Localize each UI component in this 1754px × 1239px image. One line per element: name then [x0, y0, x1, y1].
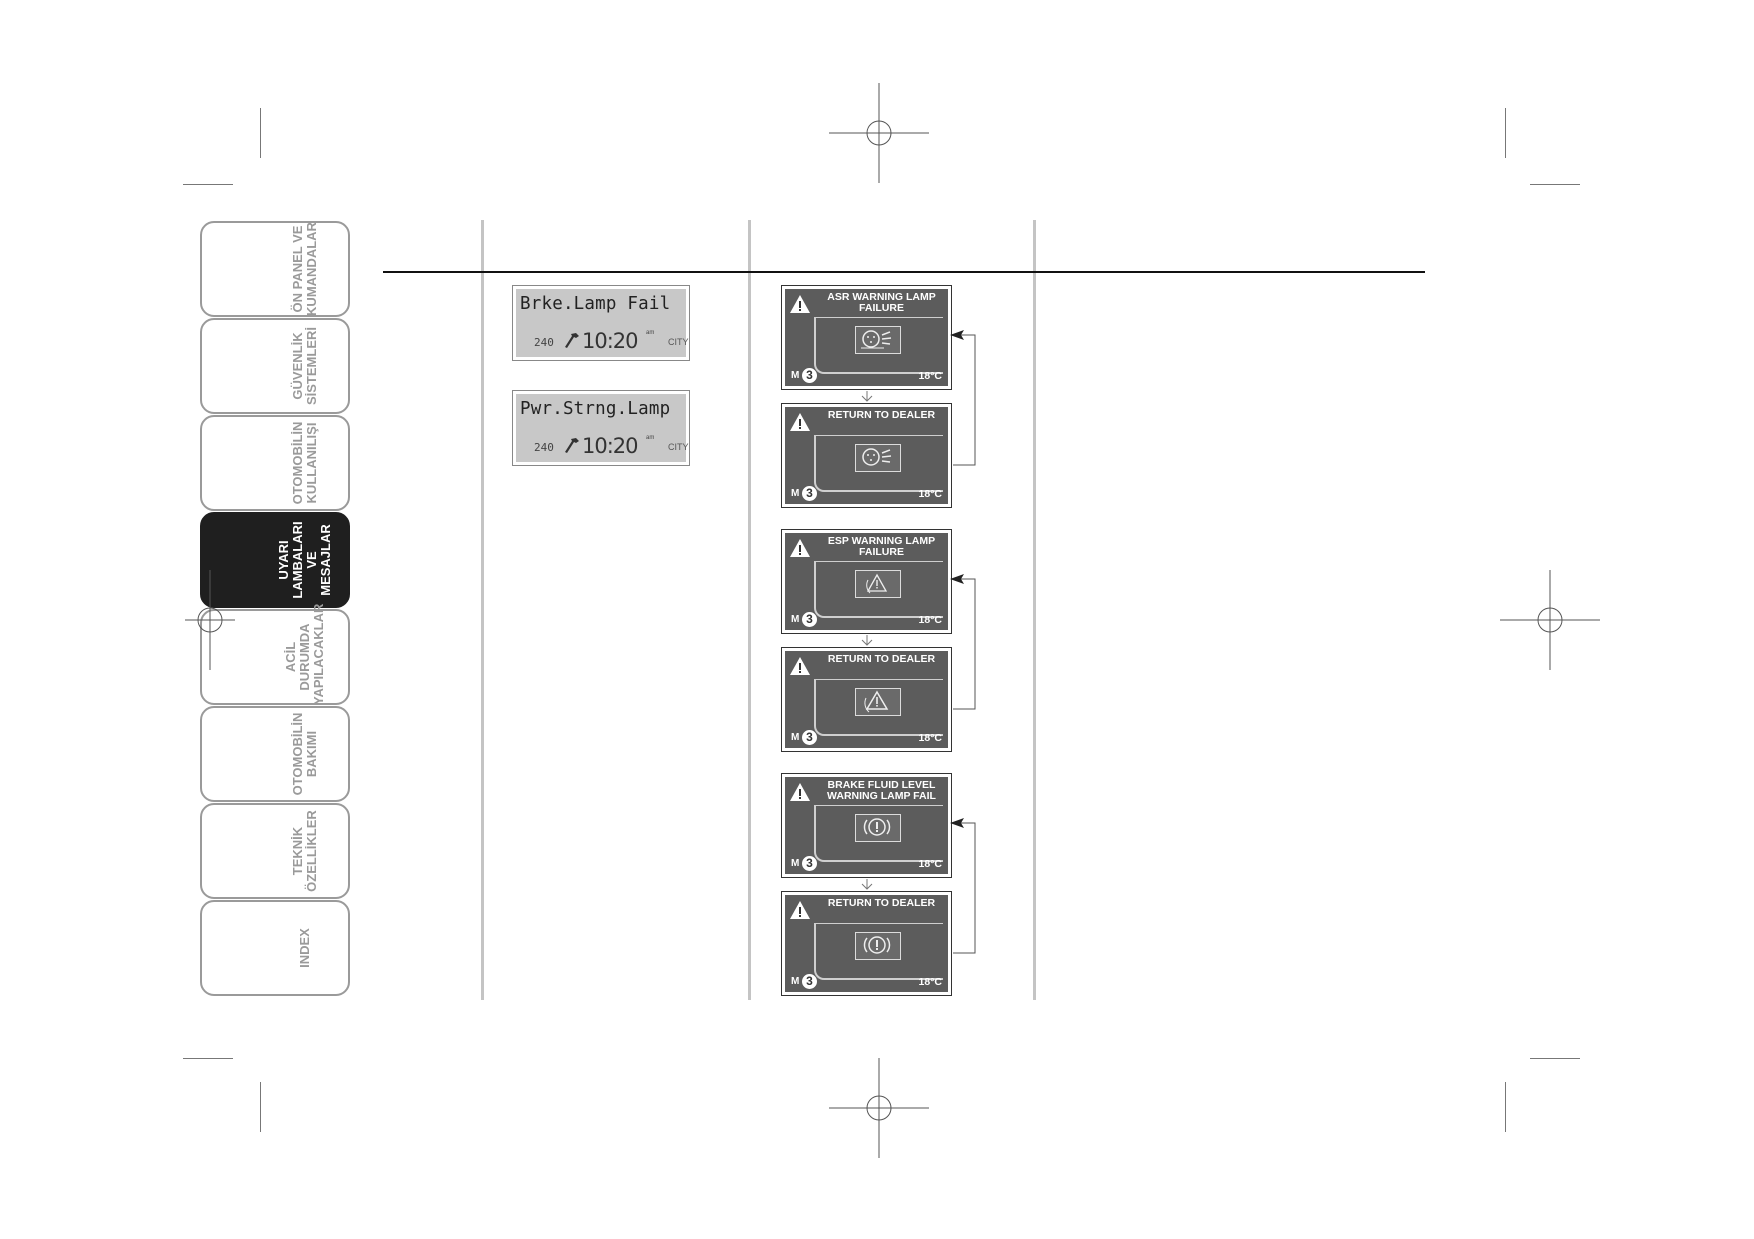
- lcd-odometer: 240: [534, 336, 554, 349]
- warning-triangle-icon: [790, 539, 810, 557]
- column-divider: [481, 220, 484, 1000]
- tab-acil[interactable]: ACİL DURUMDA YAPILACAKLAR: [200, 604, 350, 705]
- screen-message: RETURN TO DEALER: [827, 653, 936, 665]
- crop-mark: [183, 184, 233, 185]
- crop-mark: [1505, 1082, 1506, 1132]
- tab-uyari-active[interactable]: UYARI LAMBALARI VE MESAJLAR: [200, 512, 350, 608]
- dash-screen: ESP WARNING LAMP FAILURE M 3 18°C: [781, 529, 952, 634]
- tab-index[interactable]: INDEX: [200, 900, 350, 996]
- column-divider: [748, 220, 751, 1000]
- brake-icon: [855, 814, 901, 842]
- warning-triangle-icon: [790, 901, 810, 919]
- brake-icon: [855, 932, 901, 960]
- tab-kullanilisi[interactable]: OTOMOBİLİN KULLANILIŞI: [200, 415, 350, 511]
- header-rule: [383, 271, 1425, 273]
- warning-triangle-icon: [790, 413, 810, 431]
- asr-icon: [855, 444, 901, 472]
- gear-indicator: 3: [802, 612, 817, 627]
- screen-message: RETURN TO DEALER: [827, 409, 936, 421]
- tab-bakimi[interactable]: OTOMOBİLİN BAKIMI: [200, 706, 350, 802]
- crop-mark: [183, 1058, 233, 1059]
- wrench-icon: [565, 333, 579, 348]
- dash-screen: BRAKE FLUID LEVEL WARNING LAMP FAIL M 3 …: [781, 773, 952, 878]
- lcd-time: 10:20: [582, 434, 639, 458]
- crop-mark: [1530, 184, 1580, 185]
- dash-screen: RETURN TO DEALER M 3 18°C: [781, 403, 952, 508]
- lcd-message: Pwr.Strng.Lamp: [520, 399, 671, 419]
- gear-indicator: 3: [802, 486, 817, 501]
- dash-screen: RETURN TO DEALER M 3 18°C: [781, 647, 952, 752]
- column-divider: [1033, 220, 1036, 1000]
- temperature: 18°C: [918, 614, 942, 626]
- warning-triangle-icon: [790, 295, 810, 313]
- lcd-display: Pwr.Strng.Lamp 240 10:20 am CITY: [512, 390, 690, 466]
- screen-message: BRAKE FLUID LEVEL WARNING LAMP FAIL: [827, 779, 936, 802]
- temperature: 18°C: [918, 370, 942, 382]
- lcd-odometer: 240: [534, 441, 554, 454]
- esp-icon: [855, 688, 901, 716]
- crop-mark: [260, 1082, 261, 1132]
- flow-arrows: [861, 330, 976, 954]
- registration-mark: [829, 83, 929, 183]
- tab-teknik[interactable]: TEKNİK ÖZELLİKLER: [200, 803, 350, 899]
- warning-triangle-icon: [790, 657, 810, 675]
- crop-mark: [1530, 1058, 1580, 1059]
- warning-triangle-icon: [790, 783, 810, 801]
- screen-message: RETURN TO DEALER: [827, 897, 936, 909]
- wrench-icon: [565, 438, 579, 453]
- tab-on-panel[interactable]: ÖN PANEL VE KUMANDALAR: [200, 221, 350, 317]
- lcd-display: Brke.Lamp Fail 240 10:20 am CITY: [512, 285, 690, 361]
- temperature: 18°C: [918, 976, 942, 988]
- gear-indicator: 3: [802, 368, 817, 383]
- temperature: 18°C: [918, 732, 942, 744]
- registration-mark: [829, 1058, 929, 1158]
- lcd-mode: CITY: [668, 442, 689, 452]
- temperature: 18°C: [918, 488, 942, 500]
- esp-icon: [855, 570, 901, 598]
- crop-mark: [1505, 108, 1506, 158]
- gear-indicator: 3: [802, 974, 817, 989]
- dash-screen: ASR WARNING LAMP FAILURE M 3 18°C: [781, 285, 952, 390]
- registration-mark: [1500, 570, 1600, 670]
- screen-message: ASR WARNING LAMP FAILURE: [827, 291, 936, 314]
- gear-indicator: 3: [802, 730, 817, 745]
- temperature: 18°C: [918, 858, 942, 870]
- gear-indicator: 3: [802, 856, 817, 871]
- lcd-ampm: am: [646, 435, 655, 441]
- tab-guvenlik[interactable]: GÜVENLİK SİSTEMLERİ: [200, 318, 350, 414]
- dash-screen: RETURN TO DEALER M 3 18°C: [781, 891, 952, 996]
- crop-mark: [260, 108, 261, 158]
- lcd-time: 10:20: [582, 329, 639, 353]
- lcd-mode: CITY: [668, 337, 689, 347]
- registration-mark: [185, 570, 235, 670]
- asr-icon: [855, 326, 901, 354]
- screen-message: ESP WARNING LAMP FAILURE: [827, 535, 936, 558]
- lcd-message: Brke.Lamp Fail: [520, 294, 671, 314]
- lcd-ampm: am: [646, 330, 655, 336]
